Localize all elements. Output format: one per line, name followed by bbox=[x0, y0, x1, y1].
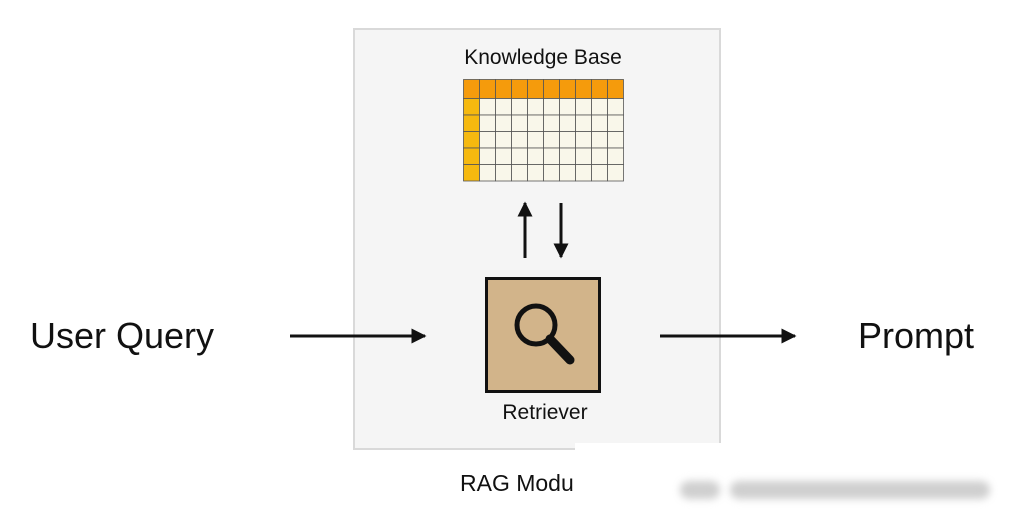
magnifier-icon bbox=[514, 303, 575, 365]
rag-module-label: RAG Module bbox=[460, 470, 592, 496]
knowledge-base-title: Knowledge Base bbox=[464, 46, 622, 69]
retriever-label: Retriever bbox=[502, 401, 588, 424]
user-query-label: User Query bbox=[30, 315, 215, 356]
retriever-box bbox=[485, 277, 601, 393]
prompt-label: Prompt bbox=[858, 315, 975, 356]
kb-cell bbox=[607, 164, 624, 182]
knowledge-base-table bbox=[463, 79, 624, 182]
blurred-watermark bbox=[575, 443, 1020, 522]
